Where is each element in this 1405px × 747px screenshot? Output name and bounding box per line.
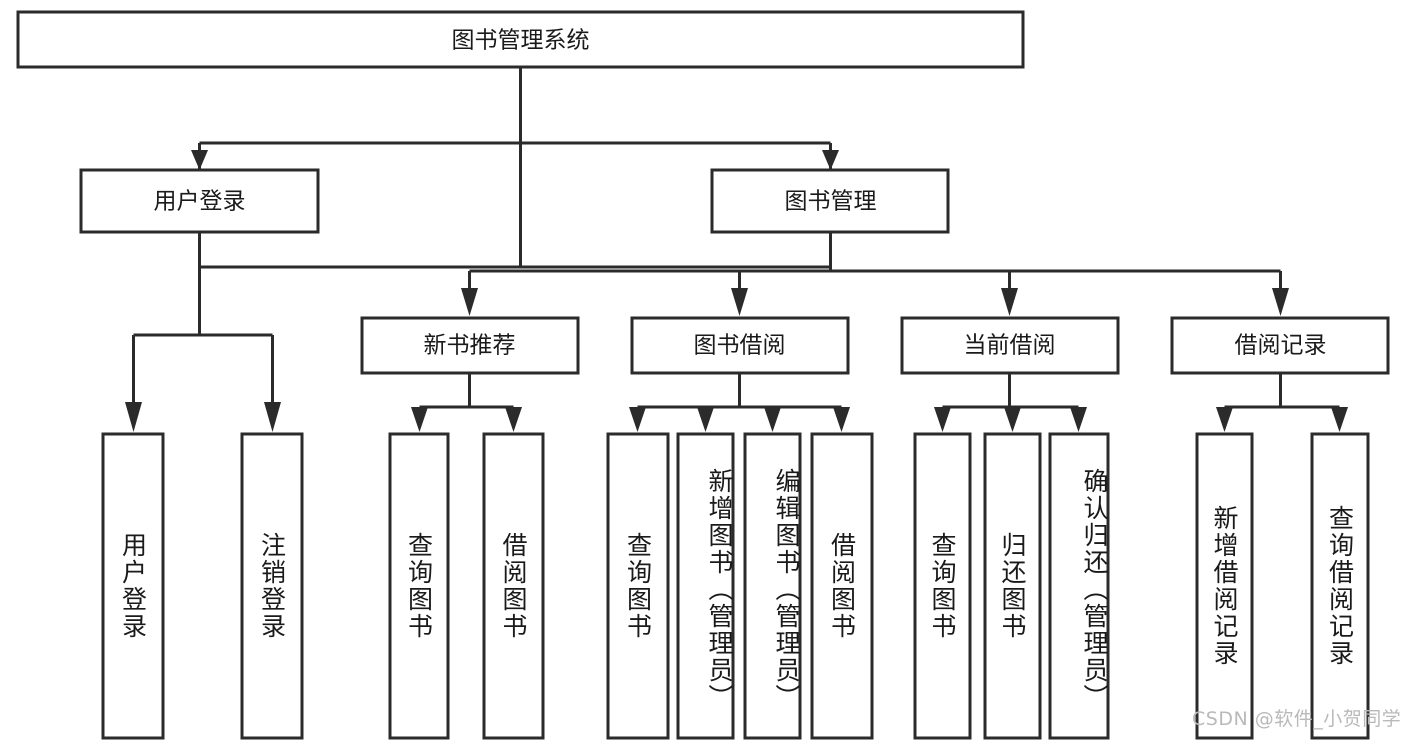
node-root-label: 图书管理系统 xyxy=(452,28,590,54)
arrowhead-leaf-query-book-current xyxy=(934,407,951,432)
leaf-query-book-borrow-rect[interactable] xyxy=(606,432,670,740)
leaf-boxes xyxy=(101,432,1370,740)
node-book-management-rect[interactable] xyxy=(710,168,950,234)
arrowhead-leaf-user-login xyxy=(125,402,142,432)
arrowhead-leaf-query-book-new xyxy=(411,407,428,432)
arrowhead-leaf-borrow-book xyxy=(833,407,850,432)
leaf-borrow-book-new-rect[interactable] xyxy=(482,432,545,740)
leaf-query-book-current-rect[interactable] xyxy=(913,432,972,740)
node-user-login-label: 用户登录 xyxy=(154,189,246,215)
arrowhead-leaf-borrow-book-new xyxy=(505,407,522,432)
arrowhead-book-management xyxy=(822,150,839,170)
node-user-login-rect[interactable] xyxy=(79,168,320,234)
arrowhead-current-borrow xyxy=(1001,288,1018,316)
node-new-book-recommend-label: 新书推荐 xyxy=(424,333,516,359)
node-root[interactable]: 图书管理系统 xyxy=(16,10,1025,69)
node-book-management[interactable]: 图书管理 xyxy=(710,168,950,234)
arrowhead-leaf-logout xyxy=(264,402,281,432)
leaf-add-book-admin-rect[interactable] xyxy=(676,432,735,740)
node-book-borrow-rect[interactable] xyxy=(630,316,850,375)
arrowhead-leaf-query-book-borrow xyxy=(629,407,646,432)
csdn-watermark: CSDN @软件_小贺同学 xyxy=(1192,708,1402,730)
arrowhead-book-borrow xyxy=(731,288,748,316)
arrowhead-leaf-add-book-admin xyxy=(697,407,714,432)
leaf-return-book-rect[interactable] xyxy=(983,432,1042,740)
node-new-book-recommend-rect[interactable] xyxy=(360,316,580,375)
leaf-add-borrow-record-rect[interactable] xyxy=(1195,432,1254,740)
arrowhead-borrow-records xyxy=(1272,288,1289,316)
arrowhead-user-login xyxy=(191,150,208,170)
connector-book-management-children xyxy=(461,232,1289,316)
node-borrow-records-rect[interactable] xyxy=(1170,316,1390,375)
arrowhead-leaf-confirm-return xyxy=(1070,407,1087,432)
leaf-query-borrow-record-rect[interactable] xyxy=(1310,432,1370,740)
node-new-book-recommend[interactable]: 新书推荐 xyxy=(360,316,580,375)
arrowhead-leaf-query-borrow-record xyxy=(1331,407,1348,432)
node-borrow-records-label: 借阅记录 xyxy=(1235,333,1327,359)
node-current-borrow-rect[interactable] xyxy=(900,316,1120,375)
node-book-borrow[interactable]: 图书借阅 xyxy=(630,316,850,375)
connector-borrow-records-children xyxy=(1216,373,1348,432)
connector-root-tree xyxy=(191,67,839,170)
node-borrow-records[interactable]: 借阅记录 xyxy=(1170,316,1390,375)
node-current-borrow[interactable]: 当前借阅 xyxy=(900,316,1120,375)
node-book-management-label: 图书管理 xyxy=(785,189,877,215)
node-current-borrow-label: 当前借阅 xyxy=(964,333,1056,359)
connector-book-borrow-children xyxy=(629,373,850,432)
arrowhead-new-book-recommend xyxy=(461,288,478,316)
connector-user-login-children xyxy=(125,232,281,432)
arrowhead-leaf-return-book xyxy=(1004,407,1021,432)
leaf-logout-rect[interactable] xyxy=(240,432,304,740)
connector-current-borrow-children xyxy=(934,373,1087,432)
node-book-borrow-label: 图书借阅 xyxy=(694,333,786,359)
leaf-confirm-return-rect[interactable] xyxy=(1048,432,1110,740)
leaf-borrow-book-rect[interactable] xyxy=(810,432,874,740)
node-root-rect[interactable] xyxy=(16,10,1025,69)
connector-new-book-recommend-children xyxy=(411,373,522,432)
leaf-edit-book-admin-rect[interactable] xyxy=(743,432,802,740)
leaf-user-login-rect[interactable] xyxy=(101,432,165,740)
connector-group-root-to-level2 xyxy=(198,67,832,269)
leaf-query-book-new-rect[interactable] xyxy=(388,432,450,740)
node-user-login[interactable]: 用户登录 xyxy=(79,168,320,234)
arrowhead-leaf-edit-book-admin xyxy=(764,407,781,432)
arrowhead-leaf-add-borrow-record xyxy=(1216,407,1233,432)
